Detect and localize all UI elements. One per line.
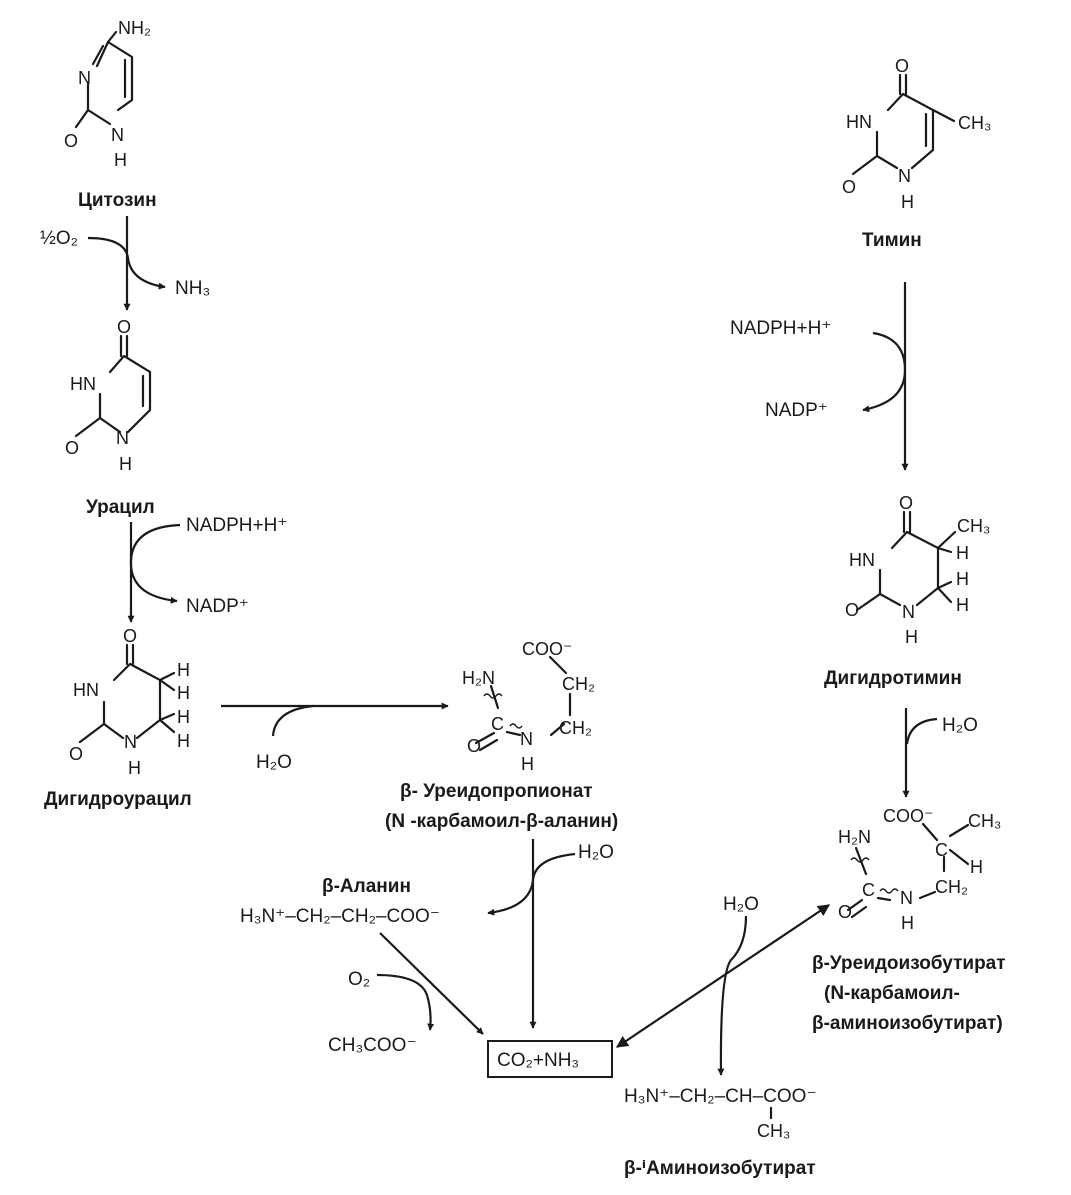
ureidoisobutyrate-label: β-Уреидоизобутират	[812, 953, 1006, 974]
thymine-label: Тимин	[862, 230, 922, 251]
atom-h2n: H₂N	[462, 668, 495, 688]
atom-h: H	[905, 627, 918, 647]
atom-ch2: CH₂	[935, 877, 968, 897]
atom-n: N	[116, 428, 129, 448]
atom-h: H	[177, 707, 190, 727]
reagent-acetate: CH₃COO⁻	[328, 1035, 417, 1056]
side-arrow	[129, 523, 181, 604]
atom-h: H	[177, 683, 190, 703]
atom-hn: HN	[73, 680, 99, 700]
atom-o: O	[117, 317, 131, 337]
reagent-h2o: H₂O	[256, 752, 292, 773]
side-arrow	[717, 915, 748, 1076]
atom-h: H	[521, 754, 534, 774]
atom-ring-n: N	[78, 68, 91, 88]
atom-o: O	[842, 177, 856, 197]
end-products-label: CO₂+NH₃	[497, 1050, 579, 1071]
aminoisobutyrate-label: β-ⁱАминоизобутират	[624, 1158, 816, 1179]
atom-n: N	[520, 729, 533, 749]
atom-ch2: CH₂	[562, 674, 595, 694]
ureidoisobutyrate-structure: COO⁻ CH₃ H₂N C H C CH₂ O N H	[838, 806, 1001, 933]
side-arrow	[271, 704, 314, 737]
atom-o: O	[895, 56, 909, 76]
atom-n: N	[124, 732, 137, 752]
atom-o: O	[467, 736, 481, 756]
atom-ch3: CH₃	[957, 516, 990, 536]
ureidopropionate-label: β- Уреидопропионат	[400, 781, 593, 802]
atom-o: O	[845, 600, 859, 620]
ureidopropionate-synonym: (N -карбамоил-β-аланин)	[385, 811, 618, 832]
atom-c: C	[862, 880, 875, 900]
reagent-nadph: NADPH+H⁺	[730, 318, 831, 339]
atom-coo: COO⁻	[883, 806, 934, 826]
atom-ch3: CH₃	[958, 113, 991, 133]
atom-n: N	[900, 888, 913, 908]
ureidoisobutyrate-synonym-1: (N-карбамоил-	[824, 983, 960, 1004]
atom-h: H	[956, 569, 969, 589]
side-arrow	[87, 236, 166, 290]
atom-hn: HN	[846, 112, 872, 132]
atom-h: H	[901, 192, 914, 212]
reversible-arrow	[616, 904, 830, 1048]
dihydrothymine-label: Дигидротимин	[824, 668, 962, 689]
atom-h: H	[177, 660, 190, 680]
atom-h: H	[970, 857, 983, 877]
end-products-box	[487, 1040, 613, 1078]
dihydrouracil-structure: O HN O N H H H H H	[69, 626, 190, 778]
reagent-nh3: NH₃	[175, 278, 210, 299]
beta-alanine-formula: H₃N⁺–CH₂–CH₂–COO⁻	[240, 906, 440, 927]
side-arrow	[487, 852, 576, 916]
atom-o: O	[123, 626, 137, 646]
atom-n: N	[902, 602, 915, 622]
reagent-half-o2: ½O₂	[40, 228, 78, 249]
cytosine-structure: NH₂ N O N H	[64, 18, 151, 170]
atom-c: C	[491, 714, 504, 734]
atom-hn: HN	[70, 374, 96, 394]
atom-o: O	[899, 493, 913, 513]
reagent-o2: O₂	[348, 969, 370, 990]
uracil-label: Урацил	[86, 497, 155, 518]
ureidoisobutyrate-synonym-2: β-аминоизобутират)	[812, 1013, 1003, 1034]
ureidopropionate-structure: COO⁻ H₂N CH₂ C CH₂ O N H	[462, 639, 595, 774]
atom-hn: HN	[849, 550, 875, 570]
reagent-nadp: NADP⁺	[186, 596, 249, 617]
side-arrow	[905, 717, 938, 745]
atom-h: H	[128, 758, 141, 778]
reagent-nadph: NADPH+H⁺	[186, 515, 287, 536]
atom-h: H	[177, 731, 190, 751]
atom-c: C	[935, 840, 948, 860]
atom-o: O	[838, 902, 852, 922]
cytosine-label: Цитозин	[78, 190, 157, 211]
side-arrow	[376, 973, 435, 1031]
beta-alanine-label: β-Аланин	[322, 876, 411, 897]
atom-ch2: CH₂	[559, 718, 592, 738]
atom-h: H	[956, 595, 969, 615]
thymine-structure: O HN CH₃ O N H	[842, 56, 991, 212]
dihydrothymine-structure: O HN CH₃ H H H O N H	[845, 493, 990, 647]
atom-ring-n: N	[111, 125, 124, 145]
atom-h: H	[956, 543, 969, 563]
atom-coo: COO⁻	[522, 639, 573, 659]
atom-o: O	[65, 438, 79, 458]
atom-ch3: CH₃	[968, 811, 1001, 831]
reagent-nadp: NADP⁺	[765, 400, 828, 421]
dihydrouracil-label: Дигидроурацил	[44, 789, 192, 810]
reagent-h2o: H₂O	[723, 894, 759, 915]
reagent-h2o: H₂O	[942, 715, 978, 736]
atom-h: H	[119, 454, 132, 474]
uracil-structure: O HN O N H	[65, 317, 152, 474]
aminoisobutyrate-formula: H₃N⁺–CH₂–CH–COO⁻	[624, 1086, 816, 1107]
atom-ch3: CH₃	[757, 1121, 790, 1141]
reaction-arrow	[379, 932, 484, 1035]
atom-carbonyl-o: O	[64, 131, 78, 151]
atom-n: N	[898, 166, 911, 186]
atom-amino: NH₂	[118, 18, 151, 38]
atom-o: O	[69, 744, 83, 764]
reagent-h2o: H₂O	[578, 842, 614, 863]
atom-h2n: H₂N	[838, 827, 871, 847]
side-arrow	[862, 331, 907, 413]
atom-ring-h: H	[114, 150, 127, 170]
atom-h: H	[901, 913, 914, 933]
